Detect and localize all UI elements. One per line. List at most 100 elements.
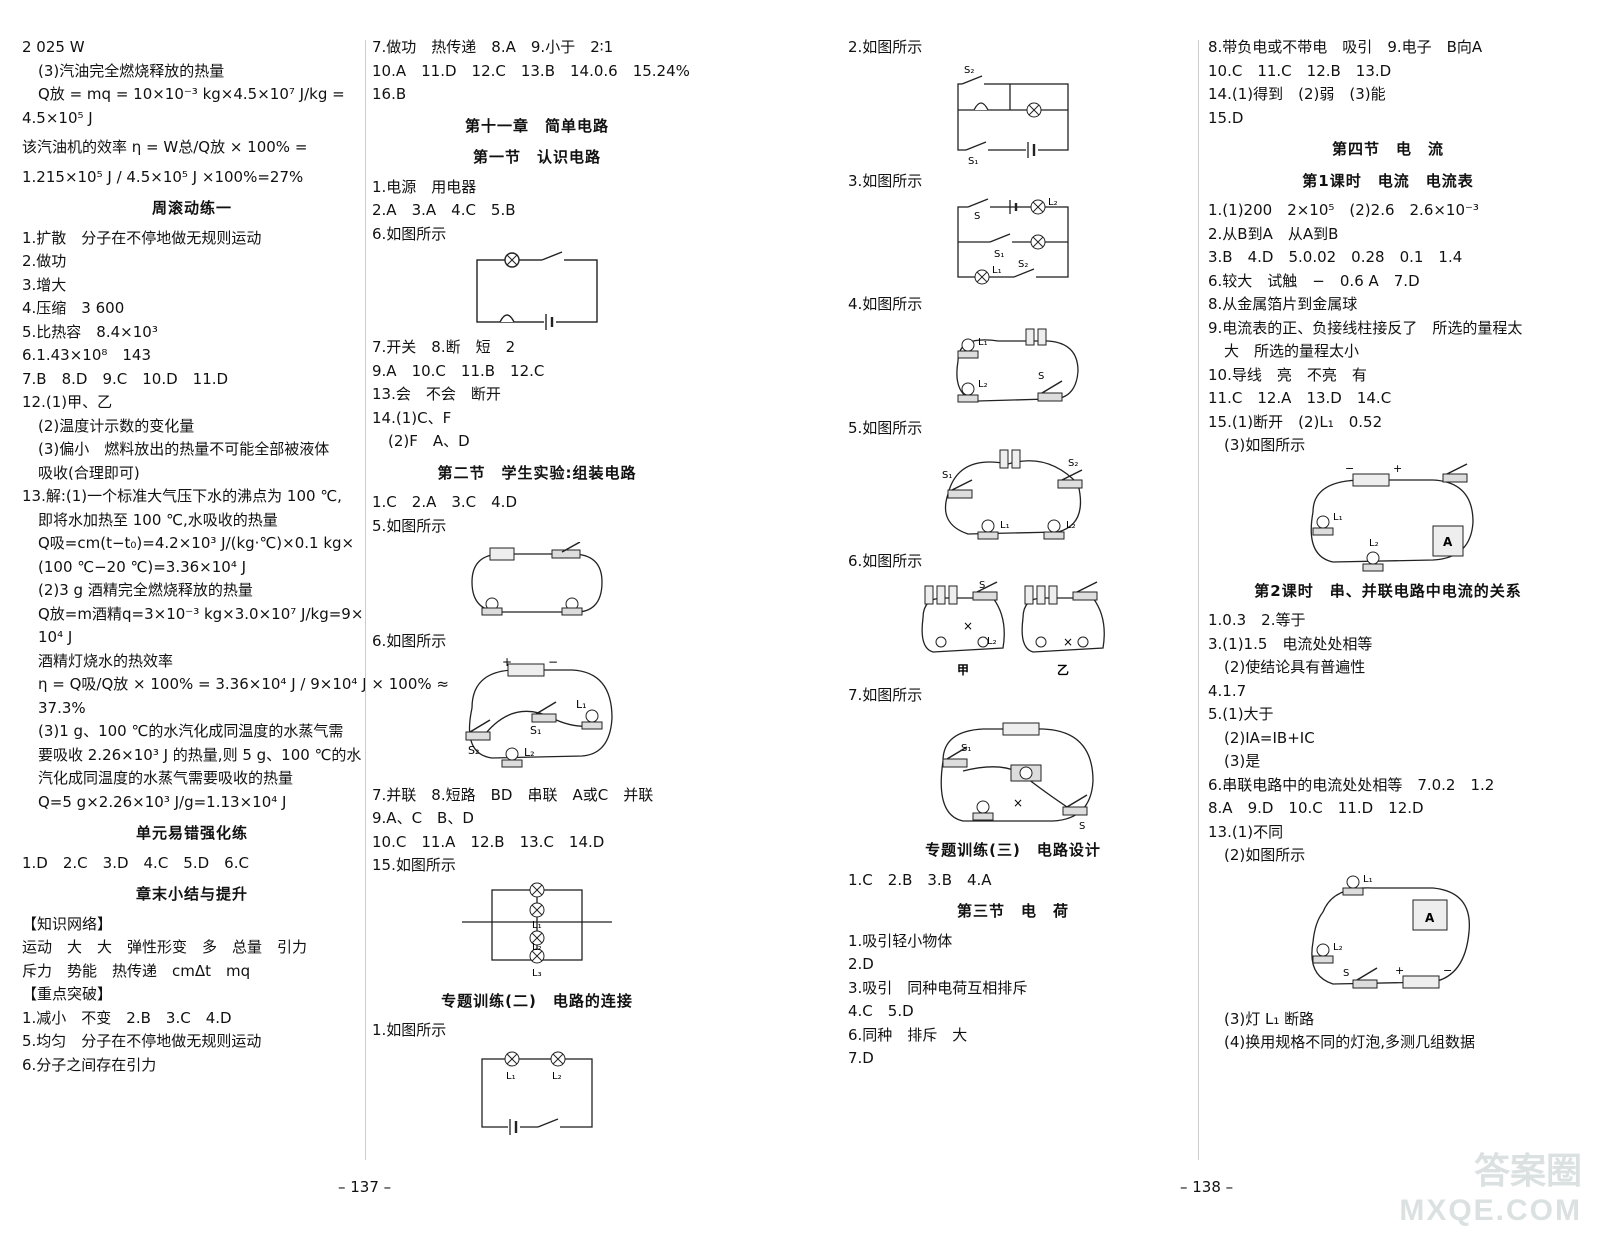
page-number-right: – 138 – [1180,1178,1234,1196]
s-label: S [974,211,980,222]
plus-label: + [1395,964,1404,977]
answer-line: (3)1 g、100 ℃的水汽化成同温度的水蒸气需 [38,722,344,740]
wiring-figure-5 [471,542,603,616]
answer-line: 10.C 11.C 12.B 13.D [1208,61,1392,80]
circuit-figure-6 [476,251,598,330]
answer-line: 酒精灯烧水的热效率 [38,651,174,670]
l1-label: L₁ [1333,512,1343,523]
s1-label: S₁ [968,156,978,164]
answer-line: 1.电源 用电器 [372,177,477,196]
cross-mark: × [1013,796,1023,810]
col3-section-f: 7.如图所示 [848,684,1178,708]
answer-line: 4.5×10⁵ J [22,108,93,127]
answer-line: Q放=m酒精q=3×10⁻³ kg×3.0×10⁷ J/kg=9× [38,604,364,623]
jia-label: 甲 [957,663,969,677]
wiring-figure-6: + − S₂ S₁ L₁ L₂ [465,658,613,767]
answer-line: 7.D [848,1049,874,1067]
circuit-figure-2: S₂ S₁ [957,65,1069,164]
answer-line: 3.(1)1.5 电流处处相等 [1208,634,1373,653]
answer-line: 1.215×10⁵ J / 4.5×10⁵ J ×100%=27% [22,167,304,186]
answer-line: 2.如图所示 [848,38,923,56]
s2-label: S₂ [468,744,479,757]
l2-label: L₂ [524,746,535,759]
ammeter-label: A [1425,911,1435,925]
answer-line: 6.如图所示 [848,552,923,570]
l1-label: L₁ [992,265,1002,276]
answer-line: 1.减小 不变 2.B 3.C 4.D [22,1008,232,1027]
answer-line: 6.同种 排斥 大 [848,1025,968,1044]
section-heading: 专题训练(三) 电路设计 [925,841,1101,859]
s-label: S [1038,371,1044,382]
answer-line: 2.从B到A 从A到B [1208,224,1339,243]
s2-label: S₂ [964,65,974,76]
l1-label: L₁ [978,337,988,348]
l1-label: L₁ [1363,874,1373,885]
answer-line: 15.D [1208,108,1244,127]
answer-line: 15.如图所示 [372,856,456,874]
watermark: 答案圈 MXQE.COM [1399,1142,1582,1228]
section-heading: 专题训练(二) 电路的连接 [441,991,633,1010]
wiring-figure-4: L₁ L₂ S [956,328,1079,402]
l1-label: L₁ [532,920,542,931]
answer-line: 5.如图所示 [848,418,923,437]
answer-line: 1.0.3 2.等于 [1208,611,1306,629]
answer-line: 5.均匀 分子在不停地做无规则运动 [22,1032,262,1050]
answer-line: 9.A 10.C 11.B 12.C [372,361,545,380]
plus-label: + [502,658,512,669]
answer-line: 8.A 9.D 10.C 11.D 12.D [1208,799,1424,817]
s1-label: S₁ [942,470,952,481]
answer-line: 4.如图所示 [848,295,923,313]
answer-line: 该汽油机的效率 η = W总/Q放 × 100% = [22,138,308,156]
answer-line: 5.(1)大于 [1208,705,1274,723]
answer-line: 10⁴ J [38,628,73,646]
answer-line: 斥力 势能 热传递 cmΔt mq [22,961,251,980]
column-3: 2.如图所示 S₂ S₁ 3.如图所示 S L₂ S₁ L₁ S₂ [848,36,1178,1071]
col2-section-c: 6.如图所示 [372,630,702,654]
answer-line: 10.导线 亮 不亮 有 [1208,365,1367,384]
plus-label: + [1393,462,1402,475]
answer-line: (2)如图所示 [1224,846,1306,864]
answer-line: 37.3% [38,698,86,717]
s2-label: S₂ [1068,458,1078,469]
l2-label: L₂ [1333,942,1343,953]
answer-line: 7.并联 8.短路 BD 串联 A或C 并联 [372,785,654,804]
answer-line: 15.(1)断开 (2)L₁ 0.52 [1208,412,1383,431]
col4-section-b: 第2课时 串、并联电路中电流的关系 1.0.3 2.等于 3.(1)1.5 电流处处… [1208,580,1568,868]
answer-line: 1.扩散 分子在不停地做无规则运动 [22,228,262,247]
l2-label: L₂ [552,1071,562,1082]
answer-line: 6.串联电路中的电流处处相等 7.0.2 1.2 [1208,775,1495,794]
answer-line: 6.如图所示 [372,632,447,650]
answer-line: (3)偏小 燃料放出的热量不可能全部被液体 [38,440,330,458]
s-label: S [1079,821,1085,831]
answer-line: (2)F A、D [388,432,470,450]
section-heading: 周滚动练一 [151,199,232,217]
section-heading: 章末小结与提升 [135,885,248,903]
section-heading: 第一节 认识电路 [472,148,601,166]
answer-line: Q吸=cm(t−t₀)=4.2×10³ J/(kg·℃)×0.1 kg× [38,534,355,552]
watermark-line2: MXQE.COM [1399,1194,1582,1227]
answer-line: 1.C 2.B 3.B 4.A [848,870,992,889]
answer-line: 7.B 8.D 9.C 10.D 11.D [22,369,229,388]
col3-section-b: 3.如图所示 [848,170,1178,194]
s1-label: S₁ [994,249,1004,260]
answer-line: η = Q吸/Q放 × 100% = 3.36×10⁴ J / 9×10⁴ J … [38,675,449,693]
answer-line: Q放 = mq = 10×10⁻³ kg×4.5×10⁷ J/kg = [38,85,345,103]
section-heading: 第十一章 简单电路 [464,116,609,135]
answer-line: 3.如图所示 [848,171,923,190]
answer-line: 4.C 5.D [848,1002,914,1020]
answer-line: 14.(1)C、F [372,408,452,427]
l2-label: L₂ [1066,520,1076,531]
answer-line: 3.B 4.D 5.0.02 0.28 0.1 1.4 [1208,248,1463,266]
answer-line: 9.电流表的正、负接线柱接反了 所选的量程太 [1208,318,1523,337]
answer-line: 1.(1)200 2×10⁵ (2)2.6 2.6×10⁻³ [1208,201,1479,219]
answer-line: 11.C 12.A 13.D 14.C [1208,389,1392,407]
answer-line: 即将水加热至 100 ℃,水吸收的热量 [38,510,278,529]
answer-line: (3)如图所示 [1224,436,1306,454]
answer-line: (3)灯 L₁ 断路 [1224,1009,1315,1028]
section-heading: 第2课时 串、并联电路中电流的关系 [1254,581,1522,600]
answer-line: 6.分子之间存在引力 [22,1055,157,1074]
section-heading: 单元易错强化练 [135,824,248,842]
answer-line: 1.如图所示 [372,1021,447,1039]
